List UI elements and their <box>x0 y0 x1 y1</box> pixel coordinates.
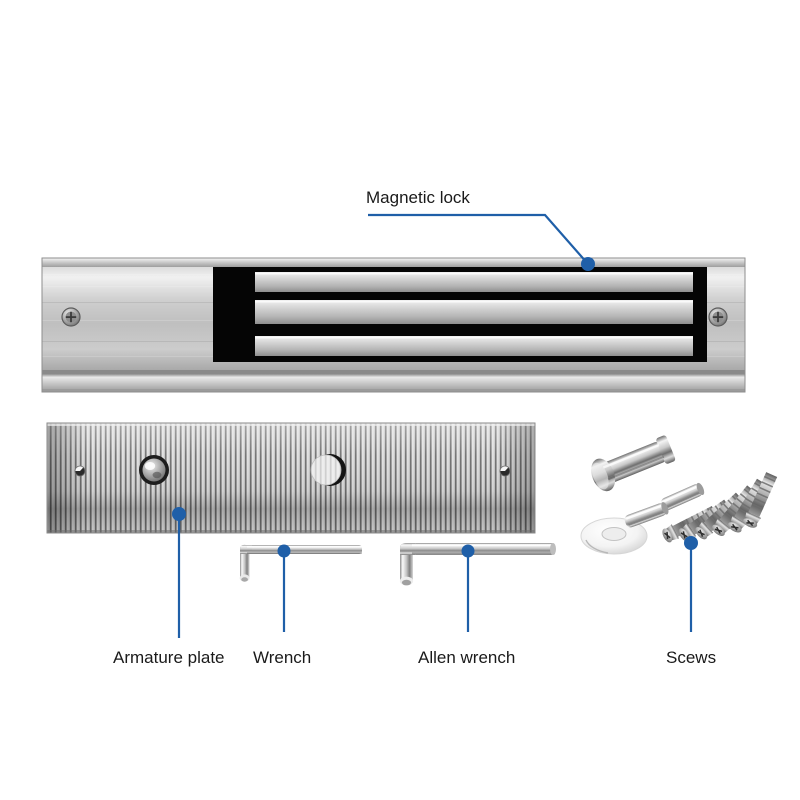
anchor-dot-wrench <box>277 544 291 558</box>
leader-magnetic-lock <box>368 213 589 265</box>
lock-screw-left <box>61 307 81 327</box>
callout-label-allen-wrench: Allen wrench <box>418 648 516 667</box>
part-screws-group <box>580 435 778 555</box>
callout-label-wrench: Wrench <box>253 648 312 667</box>
callout-leaders <box>177 213 693 638</box>
shoulder-bolt <box>591 435 676 492</box>
armature-hole-right <box>499 465 511 477</box>
anchor-dot-armature-plate <box>172 507 186 521</box>
callout-label-magnetic-lock: Magnetic lock <box>366 188 470 207</box>
part-magnetic-lock <box>41 257 746 393</box>
armature-center-pin <box>310 454 346 486</box>
part-allen-wrench <box>399 543 556 586</box>
lock-screw-right <box>708 307 728 327</box>
roll-pin-upper <box>660 482 705 511</box>
anchor-dot-magnetic-lock <box>581 257 595 271</box>
screw-6 <box>743 472 778 528</box>
anchor-dot-allen-wrench <box>461 544 475 558</box>
armature-boss <box>139 455 169 485</box>
roll-pin-lower <box>624 502 669 528</box>
callout-label-armature-plate: Armature plate <box>113 648 225 667</box>
anchor-dot-scews <box>684 536 698 550</box>
part-wrench <box>239 544 362 582</box>
callout-anchor-dots <box>172 257 698 558</box>
armature-hole-left <box>74 465 86 477</box>
part-armature-plate <box>46 422 536 534</box>
callout-label-scews: Scews <box>666 648 717 667</box>
